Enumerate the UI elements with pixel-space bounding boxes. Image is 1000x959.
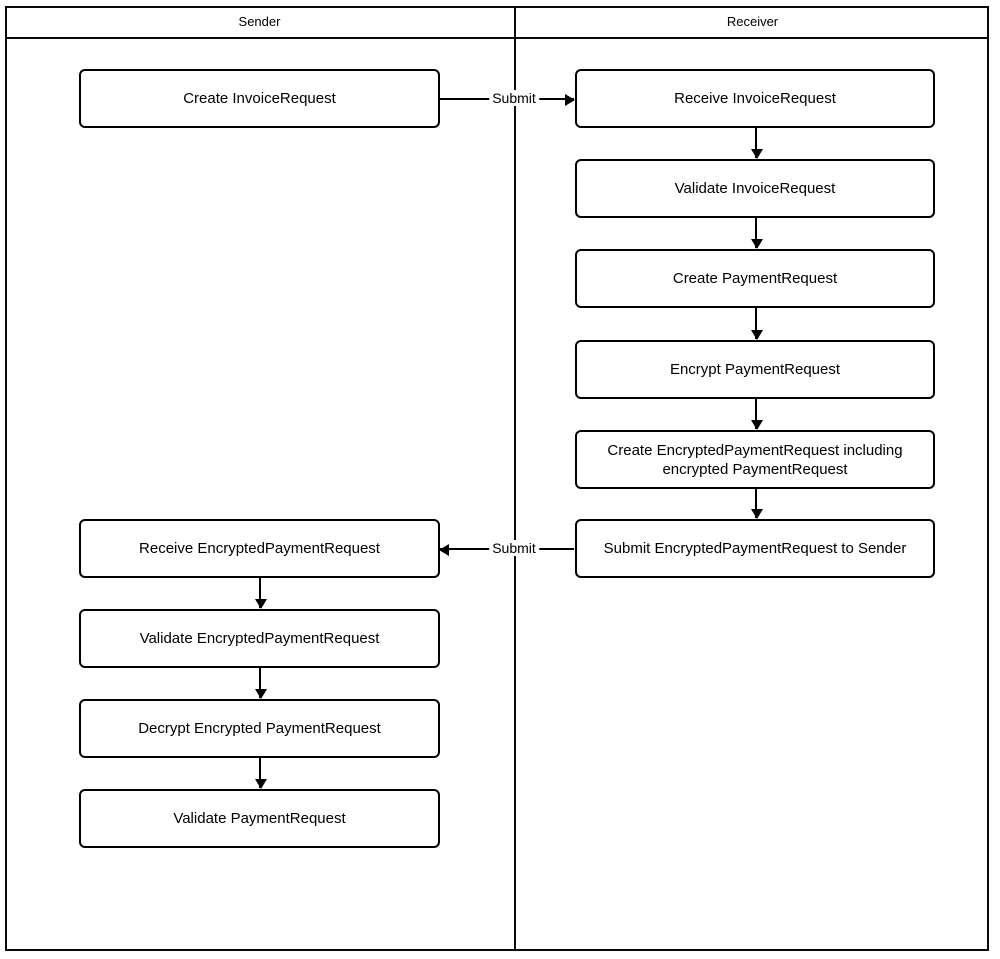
edge-label-submit-encryptedpaymentrequest: Submit [489, 540, 539, 556]
node-validate-paymentrequest[interactable]: Validate PaymentRequest [79, 789, 440, 848]
node-validate-encryptedpaymentrequest[interactable]: Validate EncryptedPaymentRequest [79, 609, 440, 668]
node-encrypt-paymentrequest[interactable]: Encrypt PaymentRequest [575, 340, 935, 399]
arrowhead-right-icon [565, 94, 575, 106]
lane-divider [514, 6, 516, 951]
edge-label-submit-invoicerequest: Submit [489, 90, 539, 106]
edge-decrypt-to-validate-paymentrequest [255, 758, 267, 789]
edge-receive-to-validate-invoicerequest [751, 128, 763, 159]
edge-encrypt-to-create-encryptedpaymentrequest [751, 399, 763, 430]
node-create-invoicerequest[interactable]: Create InvoiceRequest [79, 69, 440, 128]
node-validate-invoicerequest[interactable]: Validate InvoiceRequest [575, 159, 935, 218]
node-submit-encryptedpaymentrequest-to-sender[interactable]: Submit EncryptedPaymentRequest to Sender [575, 519, 935, 578]
edge-validate-invoicerequest-to-create-paymentrequest [751, 218, 763, 249]
node-receive-invoicerequest[interactable]: Receive InvoiceRequest [575, 69, 935, 128]
node-create-encryptedpaymentrequest[interactable]: Create EncryptedPaymentRequest including… [575, 430, 935, 489]
edge-receive-to-validate-encryptedpaymentrequest [255, 578, 267, 609]
arrowhead-left-icon [439, 544, 449, 556]
edge-validate-to-decrypt-encryptedpaymentrequest [255, 668, 267, 699]
lane-title-receiver: Receiver [726, 14, 779, 29]
lane-header-separator [5, 37, 989, 39]
node-create-paymentrequest[interactable]: Create PaymentRequest [575, 249, 935, 308]
node-decrypt-encrypted-paymentrequest[interactable]: Decrypt Encrypted PaymentRequest [79, 699, 440, 758]
edge-create-to-encrypt-paymentrequest [751, 308, 763, 340]
node-receive-encryptedpaymentrequest[interactable]: Receive EncryptedPaymentRequest [79, 519, 440, 578]
edge-create-to-submit-encryptedpaymentrequest [751, 489, 763, 519]
lane-title-sender: Sender [238, 14, 281, 29]
